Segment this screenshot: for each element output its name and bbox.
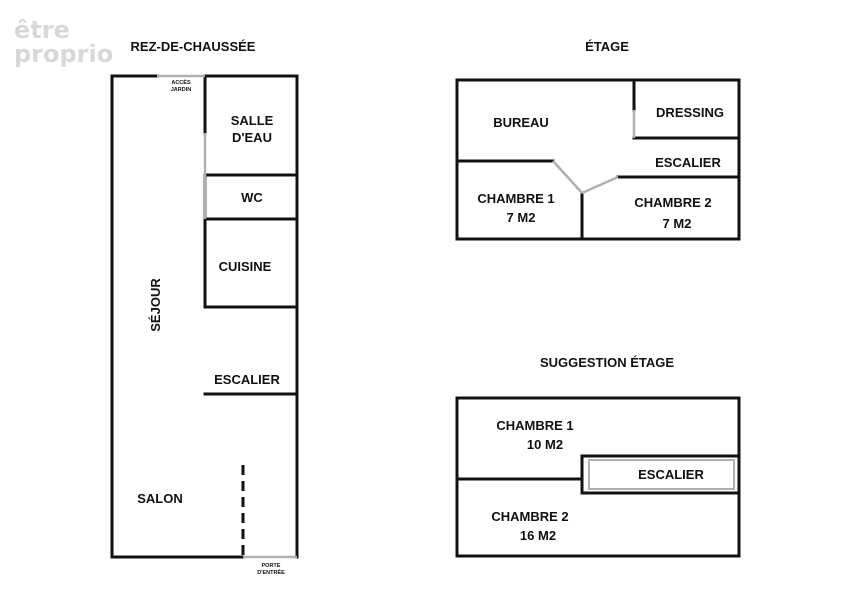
suggestion-chambre1-name: CHAMBRE 1 (496, 418, 573, 433)
room-salle-deau-line2: D'EAU (232, 130, 272, 145)
room-chambre2-name: CHAMBRE 2 (634, 195, 711, 210)
suggestion-chambre1-area: 10 M2 (527, 437, 563, 452)
room-salon: SALON (137, 491, 183, 506)
entrance-label-1: PORTE (262, 563, 281, 569)
ground-floor-openings (157, 74, 297, 559)
watermark-line2: proprio (14, 40, 113, 68)
ground-floor-walls (110, 74, 299, 559)
first-floor-openings (552, 110, 636, 195)
suggestion-chambre2-name: CHAMBRE 2 (491, 509, 568, 524)
room-chambre1-name: CHAMBRE 1 (477, 191, 554, 206)
etre-proprio-logo: être proprio (14, 16, 113, 68)
room-cuisine: CUISINE (219, 259, 272, 274)
room-chambre2-area: 7 M2 (663, 216, 692, 231)
room-salle-deau-line1: SALLE (231, 113, 274, 128)
room-wc: WC (241, 190, 263, 205)
room-escalier-floor: ESCALIER (655, 155, 721, 170)
first-floor-title: ÉTAGE (585, 39, 629, 54)
room-chambre1-area: 7 M2 (507, 210, 536, 225)
watermark-line1: être (14, 16, 70, 44)
room-escalier-ground: ESCALIER (214, 372, 280, 387)
suggestion-walls (455, 396, 741, 558)
room-bureau: BUREAU (493, 115, 549, 130)
garden-access-label-2: JARDIN (171, 87, 192, 93)
ground-floor-title: REZ-DE-CHAUSSÉE (131, 39, 256, 54)
room-dressing: DRESSING (656, 105, 724, 120)
suggestion-chambre2-area: 16 M2 (520, 528, 556, 543)
first-floor-walls (455, 78, 741, 241)
room-sejour: SÉJOUR (148, 278, 163, 332)
suggestion-title: SUGGESTION ÉTAGE (540, 355, 674, 370)
entrance-label-2: D'ENTRÉE (257, 568, 285, 576)
stair-opening (588, 459, 735, 490)
garden-access-label-1: ACCÈS (171, 78, 191, 86)
suggestion-escalier: ESCALIER (638, 467, 704, 482)
